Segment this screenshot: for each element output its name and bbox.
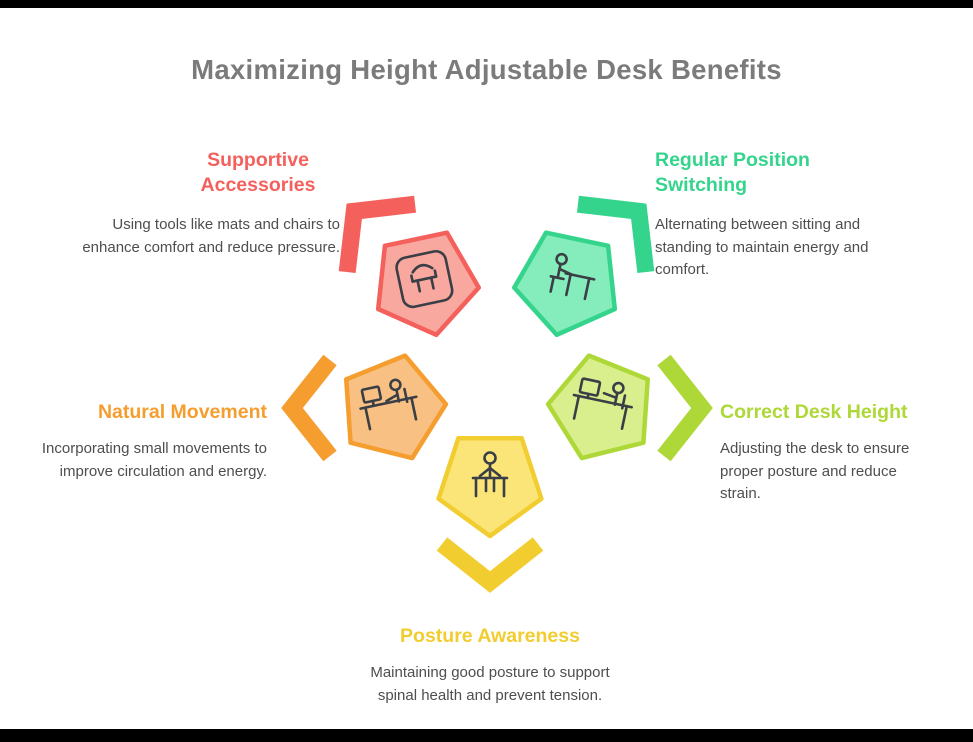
pentagon-switching	[512, 230, 618, 338]
standing-person-desk-icon	[471, 451, 509, 498]
chevron-up-left-icon	[338, 195, 417, 274]
description-regular-position-switching: Alternating between sitting and standing…	[655, 216, 869, 278]
pentagon-height	[545, 353, 651, 461]
description-posture-awareness: Maintaining good posture to support spin…	[370, 664, 610, 704]
letterbox-top	[0, 0, 973, 8]
heading-posture-awareness: Posture Awareness	[400, 625, 580, 647]
badge-regular-position-switching	[512, 195, 655, 338]
person-computer-desk-icon	[359, 378, 418, 431]
badge-correct-desk-height	[545, 353, 713, 462]
heading-regular-position-switching: Regular Position Switching	[655, 149, 810, 197]
pentagon-natural	[343, 353, 449, 461]
description-natural-movement: Incorporating small movements to improve…	[41, 440, 267, 480]
chair-desk-icon	[395, 249, 454, 309]
chevron-right-icon	[657, 354, 713, 462]
badge-supportive-accessories	[338, 195, 481, 338]
description-supportive-accessories: Using tools like mats and chairs to enha…	[82, 216, 340, 256]
chevron-down-icon	[436, 537, 544, 593]
description-correct-desk-height: Adjusting the desk to ensure proper post…	[720, 440, 910, 502]
badge-posture-awareness	[436, 436, 544, 593]
page-title: Maximizing Height Adjustable Desk Benefi…	[191, 54, 782, 85]
heading-natural-movement: Natural Movement	[97, 401, 267, 423]
heading-correct-desk-height: Correct Desk Height	[720, 401, 908, 423]
seated-person-desk-icon	[549, 252, 596, 301]
pentagon-posture	[436, 436, 544, 539]
chevron-left-icon	[281, 354, 337, 462]
letterbox-bottom	[0, 729, 973, 742]
person-monitor-desk-icon	[572, 377, 633, 430]
heading-supportive-accessories: Supportive Accessories	[200, 149, 316, 197]
badge-natural-movement	[281, 353, 449, 462]
chevron-up-right-icon	[576, 195, 655, 274]
